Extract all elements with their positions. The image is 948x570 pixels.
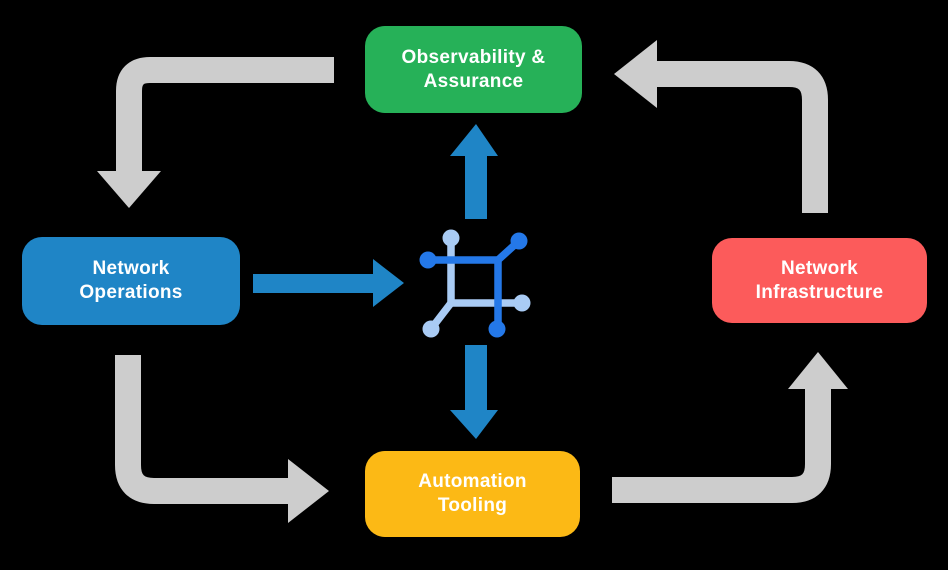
icon-node-bottom-left — [422, 320, 440, 338]
node-label-line: Infrastructure — [755, 281, 884, 303]
flow-arrow-center-to-automation — [450, 345, 498, 439]
cycle-arrow-shaft — [115, 355, 289, 504]
cycle-arrow-shaft — [656, 61, 828, 213]
arrowhead-right-icon — [373, 259, 404, 307]
cycle-arrow-automation-to-infrastructure — [612, 352, 848, 503]
cycle-arrow-shaft — [612, 388, 831, 503]
icon-node-left — [419, 251, 437, 269]
icon-node-bottom — [488, 320, 506, 338]
arrowhead-left-icon — [614, 40, 657, 108]
icon-node-top-right — [510, 232, 528, 250]
node-label-line: Automation — [418, 471, 527, 492]
icon-node-right — [513, 294, 531, 312]
arrowhead-up-icon — [450, 124, 498, 156]
icon-node-top — [442, 229, 460, 247]
cycle-arrow-operations-to-automation — [115, 355, 329, 523]
node-label-line: Tooling — [437, 495, 508, 516]
cycle-arrow-infrastructure-to-observability — [614, 40, 828, 213]
flow-arrow-shaft — [465, 345, 487, 412]
node-label-line: Observability & — [401, 46, 546, 68]
network-mesh-icon — [419, 229, 531, 338]
node-network-operations: Network Operations — [22, 237, 240, 325]
arrowhead-down-icon — [97, 171, 161, 208]
node-label-line: Operations — [79, 282, 183, 303]
flow-arrow-shaft — [253, 274, 374, 293]
node-label-line: Assurance — [423, 70, 524, 92]
flow-arrow-operations-to-center — [253, 259, 404, 307]
flow-arrow-center-to-observability — [450, 124, 498, 219]
icon-dark-frame — [428, 256, 502, 329]
arrowhead-down-icon — [450, 410, 498, 439]
node-automation-tooling: Automation Tooling — [365, 451, 580, 537]
node-network-infrastructure: Network Infrastructure — [712, 238, 927, 323]
arrowhead-right-icon — [288, 459, 329, 523]
cycle-arrow-shaft — [116, 57, 334, 173]
node-label-line: Network — [92, 258, 170, 279]
node-observability-assurance: Observability & Assurance — [365, 26, 582, 113]
arrowhead-up-icon — [788, 352, 848, 389]
flow-arrow-shaft — [465, 154, 487, 219]
node-label-line: Network — [780, 257, 859, 279]
cycle-arrow-observability-to-operations — [97, 57, 334, 208]
